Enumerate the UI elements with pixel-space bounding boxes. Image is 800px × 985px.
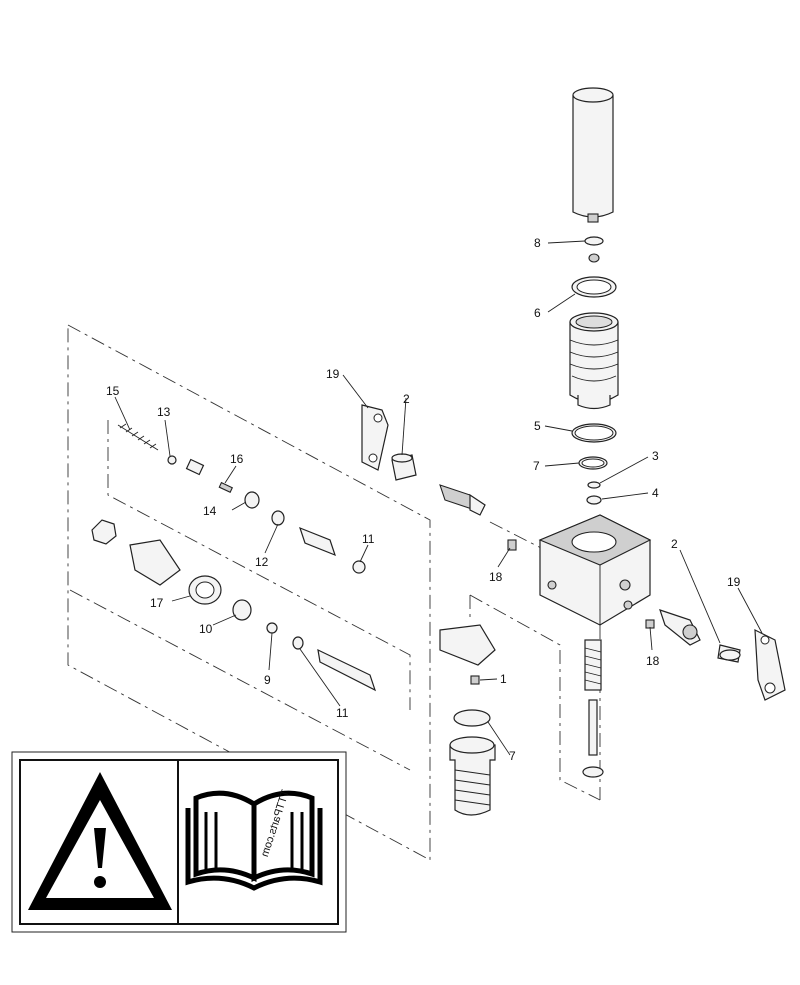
cartridge-upper xyxy=(439,484,486,516)
o-ring-11-lower xyxy=(292,636,304,650)
callout-11-upper: 11 xyxy=(362,532,375,546)
callout-2-right: 2 xyxy=(671,537,678,551)
o-ring-5 xyxy=(571,423,617,443)
fitting-18-right xyxy=(645,619,655,629)
bracket-19-right xyxy=(754,628,786,701)
callout-17: 17 xyxy=(150,596,164,610)
washer-14 xyxy=(244,491,260,509)
callout-6: 6 xyxy=(534,306,541,320)
callout-8: 8 xyxy=(534,236,541,250)
valve-stem-upper xyxy=(185,458,205,476)
small-o-ring-8 xyxy=(584,236,604,263)
callout-labels: 8 6 5 7 3 4 19 2 15 13 16 14 12 11 18 2 … xyxy=(106,236,741,763)
read-manual-book-icon xyxy=(185,790,323,891)
callout-4: 4 xyxy=(652,486,659,500)
callout-13: 13 xyxy=(157,405,171,419)
pin-16 xyxy=(218,481,234,493)
filter-canister xyxy=(572,87,614,223)
o-ring-12 xyxy=(271,510,285,526)
poppet-upper xyxy=(299,526,336,557)
gasket-plate-1 xyxy=(439,624,496,666)
callout-9: 9 xyxy=(264,673,271,687)
callout-2-left: 2 xyxy=(403,392,410,406)
spring-15 xyxy=(117,423,159,451)
nut-13 xyxy=(167,455,177,465)
callout-11-lower: 11 xyxy=(336,706,349,720)
large-o-ring-6 xyxy=(571,276,617,298)
o-ring-10 xyxy=(232,599,252,621)
fitting-18-left xyxy=(507,539,517,551)
callout-16: 16 xyxy=(230,452,244,466)
warning-panel: TTTParts.com xyxy=(11,751,347,933)
threaded-fitting-bottom xyxy=(449,736,496,816)
callout-1: 1 xyxy=(500,672,507,686)
rings-3-4 xyxy=(586,481,602,505)
valve-block xyxy=(538,514,652,626)
callout-18-right: 18 xyxy=(646,654,660,668)
filter-housing xyxy=(569,312,619,410)
o-ring-7-bottom xyxy=(453,709,491,727)
cartridge-right xyxy=(659,609,701,646)
hex-nut xyxy=(91,519,117,545)
o-ring-9 xyxy=(266,622,278,634)
o-ring-7-top xyxy=(578,456,608,470)
warning-triangle-icon xyxy=(28,772,172,910)
callout-19-left: 19 xyxy=(326,367,340,381)
callout-19-right: 19 xyxy=(727,575,741,589)
housing-body-lower xyxy=(129,539,181,586)
group-frame-left xyxy=(67,324,431,861)
callout-3: 3 xyxy=(652,449,659,463)
spool-lower xyxy=(317,648,377,692)
callout-5: 5 xyxy=(534,419,541,433)
callout-14: 14 xyxy=(203,504,217,518)
leader-lines xyxy=(114,240,763,756)
callout-7-top: 7 xyxy=(533,459,540,473)
callout-15: 15 xyxy=(106,384,120,398)
callout-18-left: 18 xyxy=(489,570,503,584)
callout-7-bottom: 7 xyxy=(509,749,516,763)
o-ring-11-upper xyxy=(352,560,366,574)
callout-12: 12 xyxy=(255,555,269,569)
sleeve-2-left xyxy=(391,453,417,481)
screw-1 xyxy=(470,675,480,685)
spring-and-pin xyxy=(582,639,604,778)
sleeve-2-right xyxy=(717,644,741,663)
gasket-17 xyxy=(188,575,222,605)
bracket-19-left xyxy=(361,404,389,471)
callout-10: 10 xyxy=(199,622,213,636)
